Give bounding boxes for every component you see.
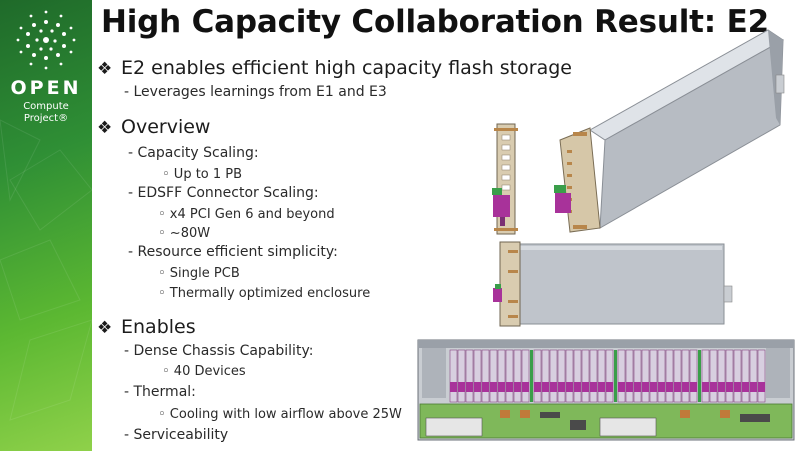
section-heading-e2: ❖E2 enables efficient high capacity flas… — [97, 57, 572, 79]
list-item: - Serviceability — [124, 427, 229, 443]
diamond-bullet-icon: ❖ — [97, 318, 113, 338]
logo-open-text: OPEN — [10, 77, 82, 99]
list-item: - Capacity Scaling: — [128, 145, 259, 161]
list-item: ◦ Up to 1 PB — [162, 167, 243, 182]
list-item: - Resource efficient simplicity: — [128, 244, 338, 260]
slide-title: High Capacity Collaboration Result: E2 — [101, 4, 769, 40]
list-item: ◦ ~80W — [158, 226, 211, 241]
section-heading-enables: ❖Enables — [97, 316, 196, 338]
diamond-bullet-icon: ❖ — [97, 118, 113, 138]
dense-chassis-image — [417, 339, 795, 441]
ocp-logo-dots-icon — [16, 10, 76, 70]
list-item: - Leverages learnings from E1 and E3 — [124, 84, 387, 100]
list-item: ◦ x4 PCI Gen 6 and beyond — [158, 207, 335, 222]
chassis-drive-bays — [449, 349, 766, 403]
list-item: ◦ 40 Devices — [162, 364, 246, 379]
list-item: ◦ Thermally optimized enclosure — [158, 286, 371, 301]
sidebar: OPEN Compute Project® — [0, 0, 92, 451]
logo-project-text: Project® — [23, 113, 69, 124]
list-item: ◦ Single PCB — [158, 266, 240, 281]
e2-drive-front-image — [492, 123, 518, 235]
list-item: - Thermal: — [124, 384, 196, 400]
logo-compute-text: Compute — [23, 101, 69, 112]
list-item: ◦ Cooling with low airflow above 25W — [158, 407, 402, 422]
section-heading-overview: ❖Overview — [97, 116, 211, 138]
sidebar-pattern — [0, 10, 92, 421]
list-item: - Dense Chassis Capability: — [124, 343, 314, 359]
list-item: - EDSFF Connector Scaling: — [128, 185, 319, 201]
e2-drive-side-image — [493, 241, 733, 327]
e2-drive-isometric-image — [554, 29, 785, 233]
diamond-bullet-icon: ❖ — [97, 59, 113, 79]
